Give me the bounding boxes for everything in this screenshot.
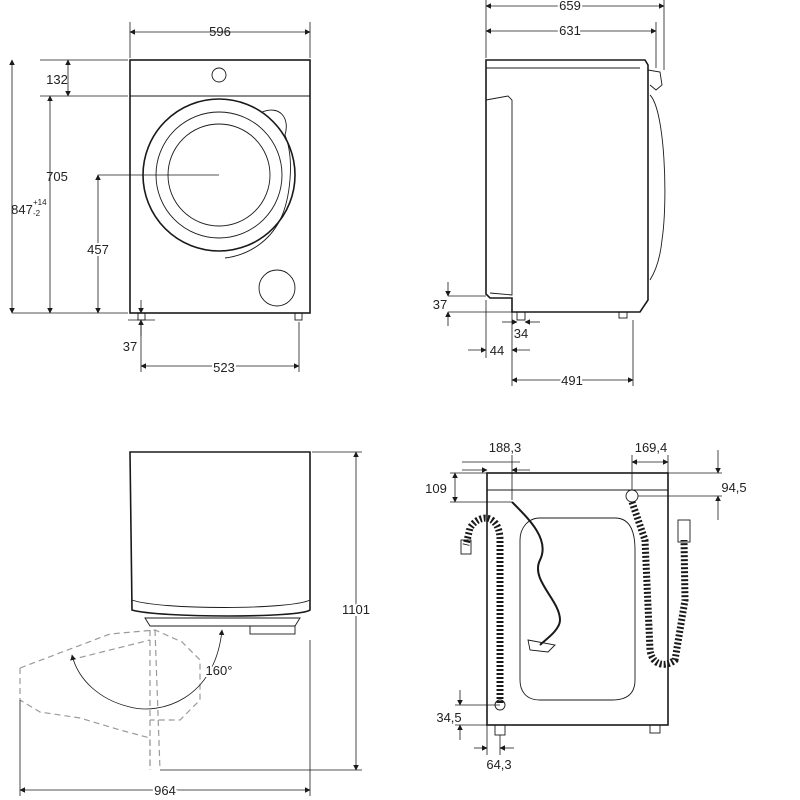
door-open-view: 160° 1101 964 <box>19 451 372 800</box>
door-view-base-curve <box>131 599 311 608</box>
rear-foot-right <box>649 724 661 734</box>
opened-door-dashed-lower <box>19 668 151 770</box>
rear-cabinet <box>486 472 669 726</box>
side-knob <box>647 69 663 91</box>
front-view: 596 132 847 +14 -2 705 457 37 523 <box>9 22 311 377</box>
rear-drain-x-label: 188,3 <box>489 440 522 455</box>
front-door-top-label: 705 <box>46 169 68 184</box>
front-top-panel-label: 132 <box>46 72 68 87</box>
front-door-center-label: 457 <box>87 242 109 257</box>
door-hinge-bulge <box>224 109 291 259</box>
opening-angle-arc <box>70 629 225 710</box>
door-view-width-label: 964 <box>154 783 176 798</box>
front-height-label: 847 <box>11 202 33 217</box>
drain-hose-end <box>460 539 472 555</box>
rear-view: 188,3 169,4 109 94,5 34,5 64,3 <box>425 440 747 772</box>
side-rear-bulge <box>649 94 666 281</box>
opening-angle-label: 160° <box>206 663 233 678</box>
opened-door-dashed-outline <box>19 629 201 721</box>
side-foot-front <box>516 311 526 321</box>
inlet-hose-end <box>677 519 691 543</box>
side-foot-depth-label: 491 <box>561 373 583 388</box>
drain-hose <box>462 514 504 703</box>
side-total-depth-label: 659 <box>559 0 581 13</box>
power-plug-icon <box>527 639 556 653</box>
inlet-connector <box>625 489 639 503</box>
rear-inlet-x-label: 169,4 <box>635 440 668 455</box>
opened-door-dashed-inner <box>69 639 151 661</box>
filter-cover <box>258 269 296 307</box>
side-view: 659 631 37 34 44 491 <box>433 0 666 390</box>
side-cabinet <box>485 59 649 313</box>
front-cabinet <box>129 59 311 314</box>
program-knob-icon <box>211 67 227 83</box>
power-cable <box>511 501 562 646</box>
front-width-label: 596 <box>209 24 231 39</box>
door-view-pedal <box>249 625 296 635</box>
door-view-plinth <box>144 617 301 627</box>
front-foot-spacing-label: 523 <box>213 360 235 375</box>
door-view-height-label: 1101 <box>342 602 370 617</box>
front-foot-height-label: 37 <box>123 339 137 354</box>
rear-service-panel <box>519 517 636 701</box>
side-front-offset-label: 44 <box>490 343 504 358</box>
front-height-tol-lower: -2 <box>33 209 41 218</box>
rear-foot-left <box>494 724 506 736</box>
door-view-cabinet <box>129 451 311 617</box>
front-foot-left <box>137 312 146 321</box>
side-foot-height-label: 37 <box>433 297 447 312</box>
rear-inlet-top-label: 94,5 <box>721 480 746 495</box>
inlet-hose <box>628 500 689 668</box>
side-body-depth-label: 631 <box>559 23 581 38</box>
side-door-profile <box>485 95 513 296</box>
side-foot-rear <box>618 311 628 319</box>
side-foot-inset-label: 34 <box>514 326 528 341</box>
rear-drain-top-label: 109 <box>425 481 447 496</box>
opened-door-dashed-hinge-2 <box>154 629 161 771</box>
rear-bottom-clear-label: 34,5 <box>436 710 461 725</box>
front-height-tol-upper: +14 <box>33 198 47 207</box>
front-foot-right <box>294 312 303 321</box>
rear-foot-x-label: 64,3 <box>486 757 511 772</box>
